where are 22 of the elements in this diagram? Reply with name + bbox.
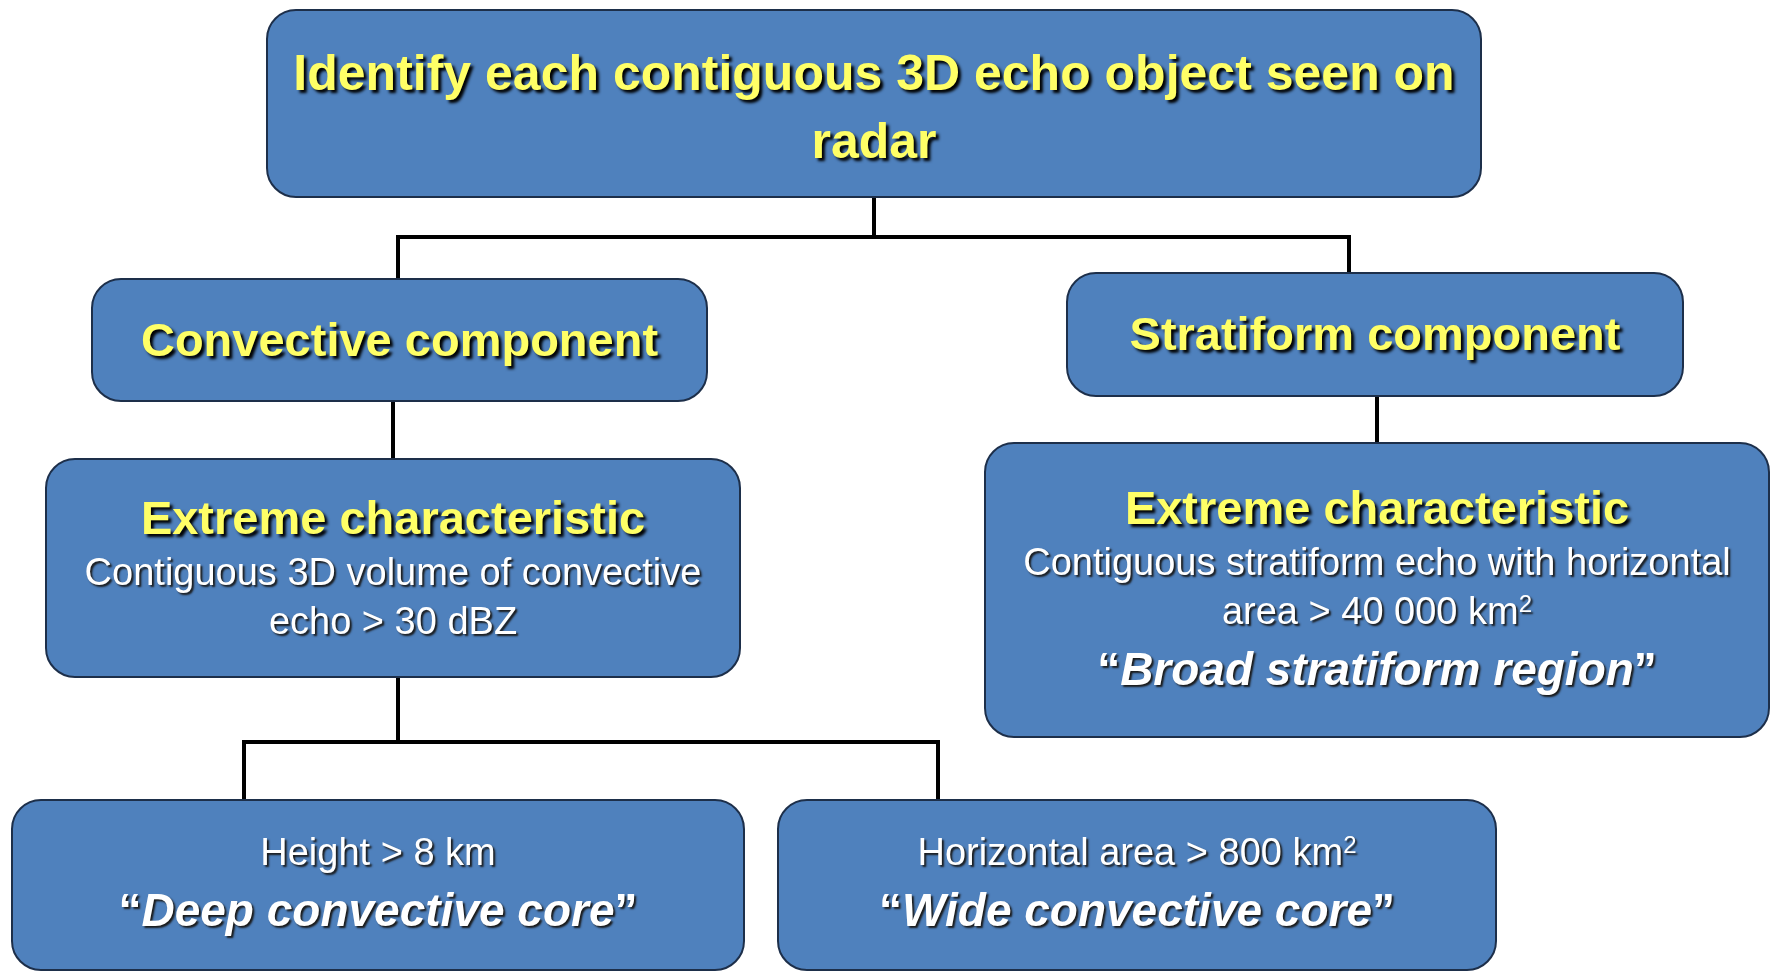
box-heading: Stratiform component	[1129, 306, 1621, 363]
box-heading: Extreme characteristic	[1124, 480, 1630, 537]
rounded-box	[984, 442, 1770, 738]
box-heading: Convective component	[140, 311, 659, 368]
quoted-term: “Wide convective core”	[879, 882, 1395, 938]
box-title: Identify each contiguous 3D echo object seen on radar	[292, 44, 1456, 171]
rounded-box	[1066, 272, 1684, 397]
quoted-term: “Deep convective core”	[118, 882, 638, 938]
connector-line	[872, 198, 1351, 272]
quoted-term: “Broad stratiform region”	[1097, 641, 1657, 697]
box-heading: Extreme characteristic	[140, 490, 646, 547]
rounded-box	[266, 9, 1482, 198]
box-text: Height > 8 km	[260, 830, 496, 876]
rounded-box	[777, 799, 1497, 971]
connector-line	[1375, 397, 1379, 442]
rounded-box	[45, 458, 741, 678]
box-text: Horizontal area > 800 km$^{2}$	[917, 830, 1357, 876]
box-text: Contiguous stratiform echo with horizontal area > 40 000 km$^{2}$	[1022, 539, 1732, 635]
box-text: Contiguous 3D volume of convective echo > 30 dBZ	[83, 550, 703, 645]
rounded-box	[91, 278, 708, 402]
connector-line	[391, 402, 395, 458]
rounded-box	[11, 799, 745, 971]
